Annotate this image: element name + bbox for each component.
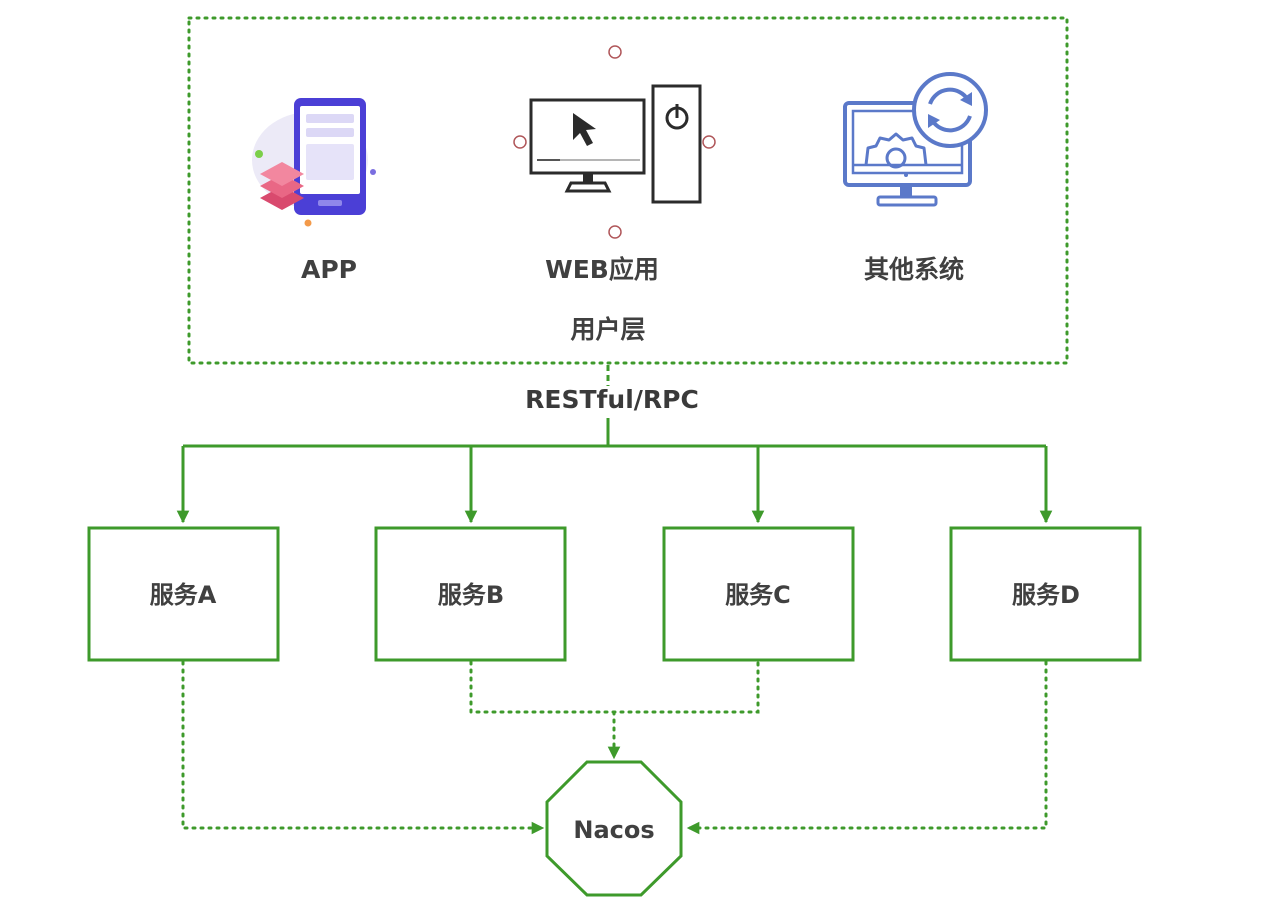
registry-link-d	[686, 660, 1048, 835]
service-a-label: 服务A	[150, 581, 217, 609]
user-layer-label: 用户层	[570, 315, 645, 344]
registry-link-a	[181, 660, 545, 835]
client-label-web: WEB应用	[545, 255, 659, 284]
system-sync-monitor-icon	[843, 72, 988, 207]
service-a-box	[87, 526, 280, 662]
client-label-other-systems: 其他系统	[864, 255, 964, 284]
registry-link-b-c	[469, 660, 760, 714]
service-d-box	[949, 526, 1142, 662]
client-label-app: APP	[301, 255, 357, 284]
desktop-computer-icon	[513, 45, 716, 239]
mobile-app-icon	[252, 98, 376, 227]
service-b-label: 服务B	[438, 581, 504, 609]
user-layer-boundary	[187, 16, 1069, 365]
protocol-label: RESTful/RPC	[525, 385, 699, 414]
nacos-label: Nacos	[573, 816, 654, 844]
service-b-box	[374, 526, 567, 662]
service-c-label: 服务C	[725, 581, 791, 609]
service-c-box	[662, 526, 855, 662]
nacos-node	[545, 760, 683, 897]
service-d-label: 服务D	[1012, 581, 1080, 609]
